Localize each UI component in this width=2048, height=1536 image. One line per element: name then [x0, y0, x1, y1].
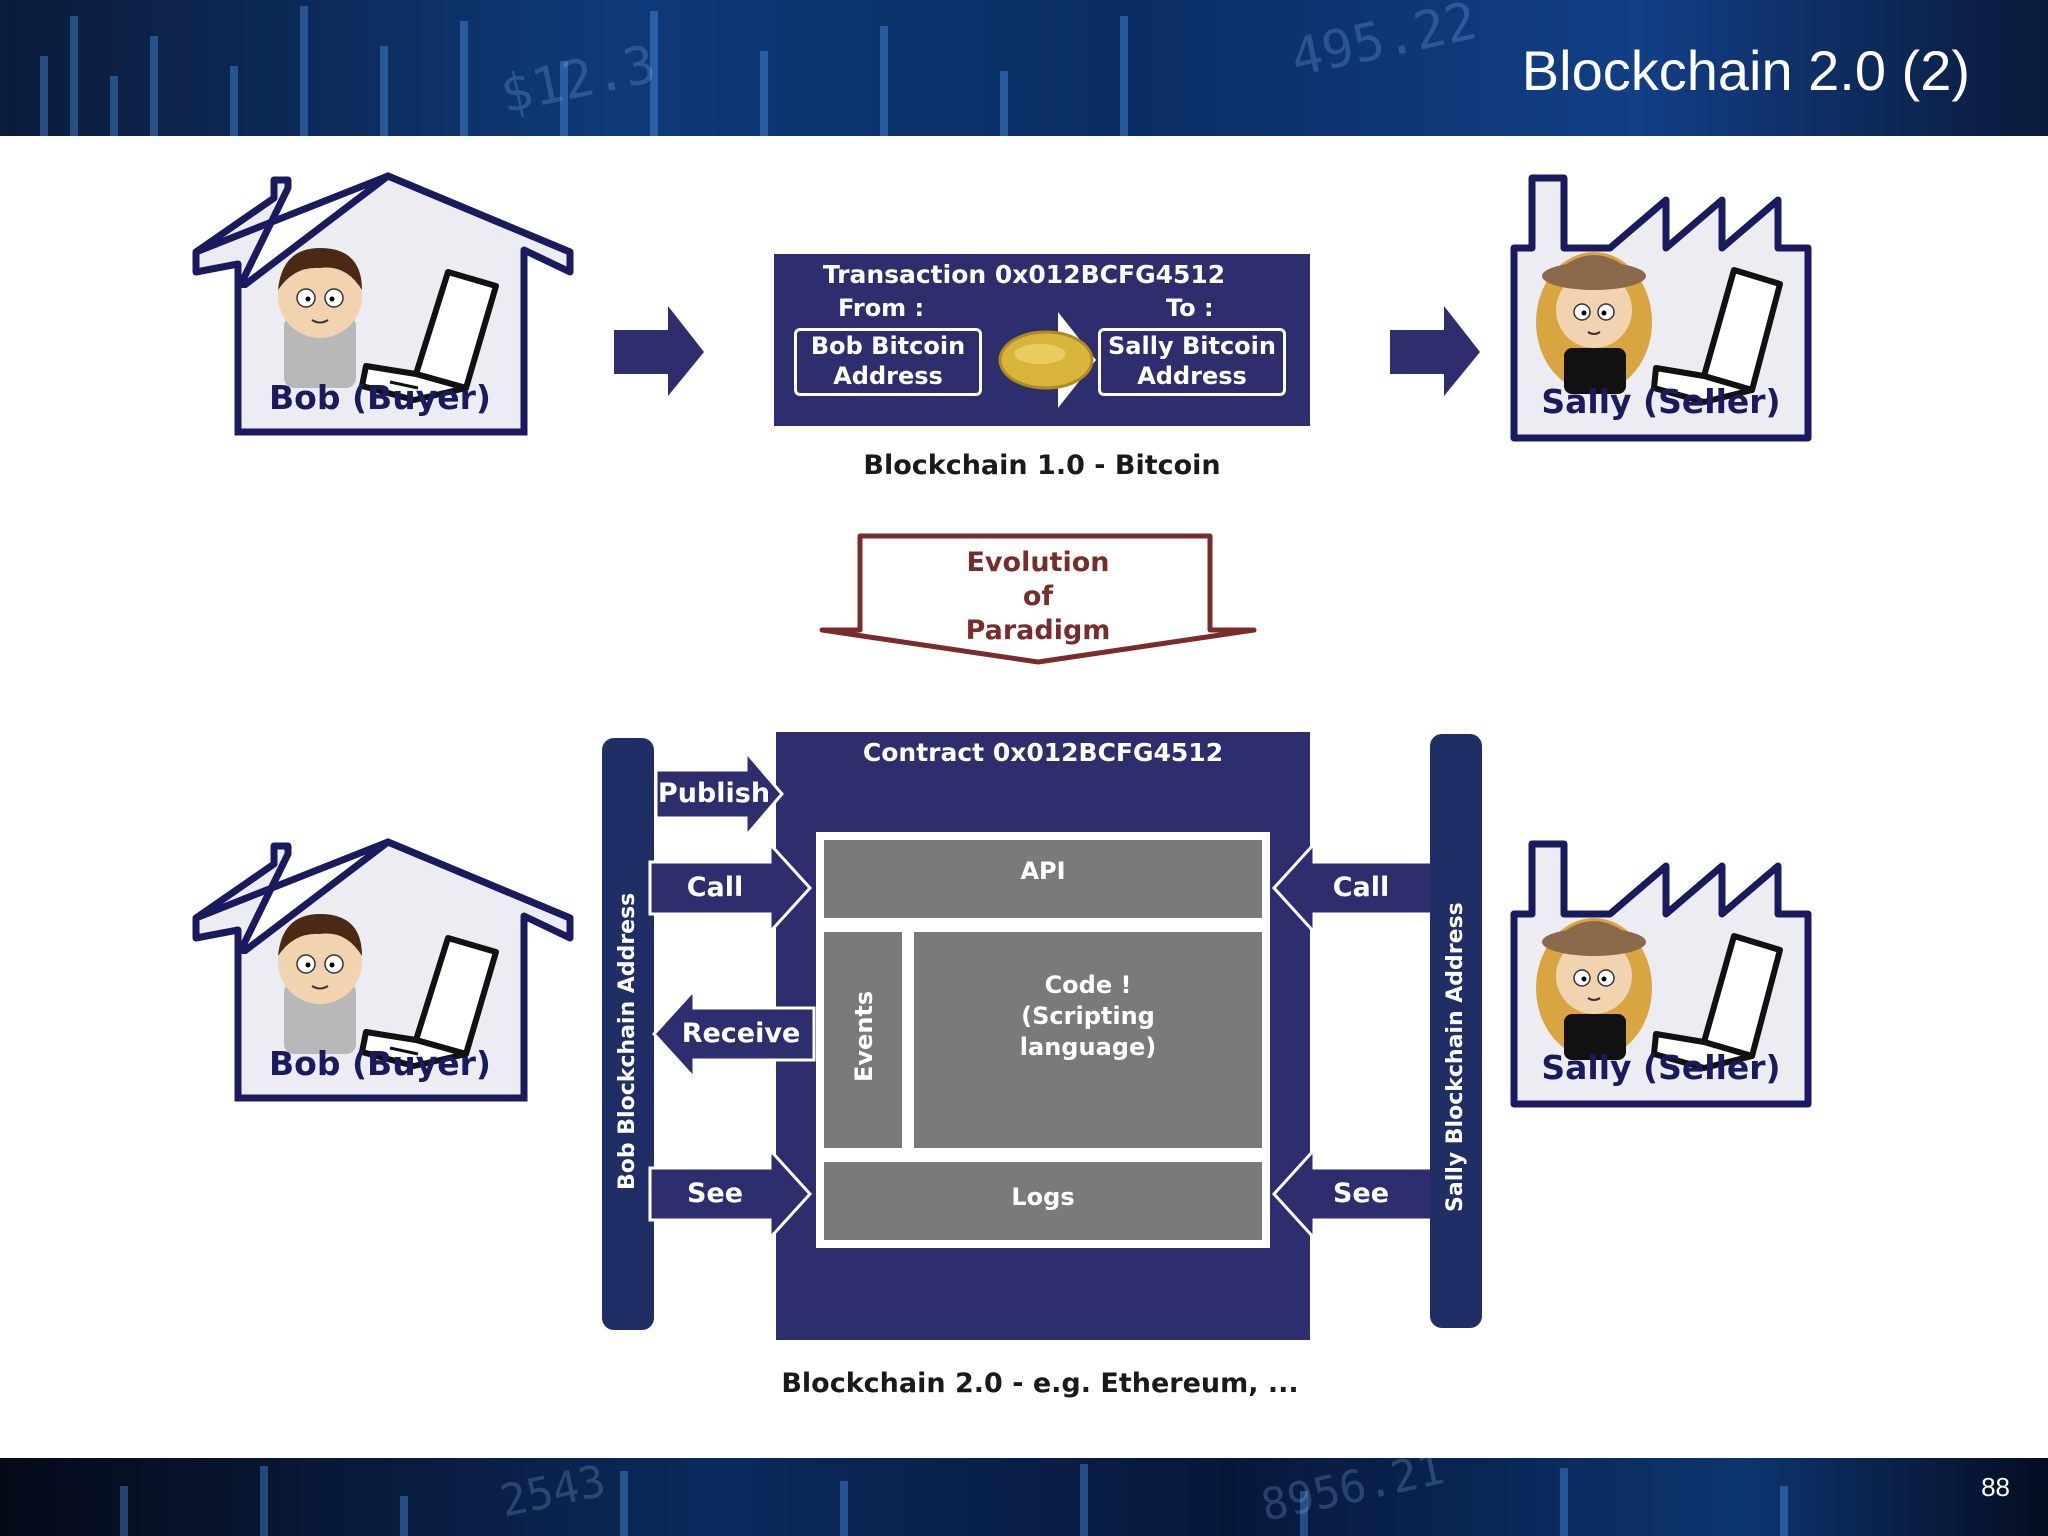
transaction-box: Transaction 0x012BCFG4512 From : To : Bo… [774, 254, 1310, 426]
code-line-3: language) [1019, 1033, 1157, 1061]
contract-title: Contract 0x012BCFG4512 [862, 738, 1224, 767]
sally-label-top: Sally (Seller) [1541, 382, 1781, 421]
code-line-1: Code ! [1044, 971, 1132, 999]
laptop-icon [359, 269, 499, 403]
call-left-arrow [648, 842, 813, 934]
blockchain1-caption: Blockchain 1.0 - Bitcoin [863, 450, 1221, 481]
from-address-line-1: Bob Bitcoin [810, 332, 966, 360]
coin-icon [998, 312, 1096, 408]
call-right-label: Call [1332, 872, 1390, 903]
receive-arrow [652, 988, 816, 1080]
call-right-arrow [1271, 842, 1436, 934]
to-address-box: Sally Bitcoin Address [1098, 328, 1286, 396]
sally-factory-top [1510, 174, 1812, 442]
from-address-line-2: Address [833, 362, 943, 390]
publish-arrow [656, 752, 784, 836]
sally-blockchain-address-bar: Sally Blockchain Address [1430, 734, 1482, 1328]
to-address-line-1: Sally Bitcoin [1108, 332, 1276, 360]
see-left-label: See [686, 1178, 744, 1209]
events-cell: Events [824, 932, 902, 1148]
arrow-right-icon [614, 306, 704, 396]
evolution-line-2: of [1022, 581, 1054, 612]
to-address-line-2: Address [1137, 362, 1247, 390]
bob-house-top [192, 172, 574, 436]
see-right-label: See [1332, 1178, 1390, 1209]
code-line-2: (Scripting [1021, 1002, 1155, 1030]
call-left-label: Call [686, 872, 744, 903]
header-band: $12.3 495.22 [0, 0, 2048, 136]
publish-label: Publish [657, 778, 771, 809]
laptop-icon [1651, 267, 1783, 405]
sally-character-icon [1536, 918, 1652, 1060]
evolution-arrow [819, 533, 1257, 665]
contract-box: Contract 0x012BCFG4512 API Events Code !… [776, 732, 1310, 1340]
bob-character-icon [278, 248, 362, 388]
evolution-line-3: Paradigm [965, 615, 1111, 646]
bob-label-bottom: Bob (Buyer) [269, 1044, 491, 1083]
from-label: From : [838, 294, 925, 322]
bob-blockchain-address-label: Bob Blockchain Address [615, 892, 640, 1190]
sally-label-bottom: Sally (Seller) [1541, 1048, 1781, 1087]
see-left-arrow [648, 1148, 813, 1240]
sally-factory-bottom [1510, 840, 1812, 1108]
sally-character-icon [1536, 252, 1652, 394]
from-address-box: Bob Bitcoin Address [794, 328, 982, 396]
laptop-icon [359, 935, 499, 1069]
blockchain2-caption: Blockchain 2.0 - e.g. Ethereum, ... [781, 1368, 1299, 1399]
footer-band: 2543 8956.21 [0, 1458, 2048, 1536]
code-cell: Code ! (Scripting language) [914, 932, 1262, 1148]
bob-house-bottom [192, 838, 574, 1102]
evolution-text: Evolution of Paradigm [816, 546, 1260, 648]
bob-blockchain-address-bar: Bob Blockchain Address [602, 738, 654, 1330]
slide-title: Blockchain 2.0 (2) [1521, 39, 1970, 102]
sally-blockchain-address-label: Sally Blockchain Address [1443, 902, 1468, 1212]
transaction-title: Transaction 0x012BCFG4512 [822, 260, 1226, 289]
page-number: 88 [1981, 1472, 2010, 1502]
events-label: Events [850, 990, 878, 1082]
laptop-icon [1651, 933, 1783, 1071]
logs-cell: Logs [824, 1162, 1262, 1240]
arrow-right-icon [1390, 306, 1480, 396]
contract-inner-panel: API Events Code ! (Scripting language) L… [816, 832, 1270, 1248]
evolution-line-1: Evolution [966, 547, 1110, 578]
receive-label: Receive [681, 1018, 801, 1049]
api-cell: API [824, 840, 1262, 918]
see-right-arrow [1271, 1148, 1436, 1240]
bob-character-icon [278, 914, 362, 1054]
bob-label-top: Bob (Buyer) [269, 378, 491, 417]
to-label: To : [1166, 294, 1214, 322]
